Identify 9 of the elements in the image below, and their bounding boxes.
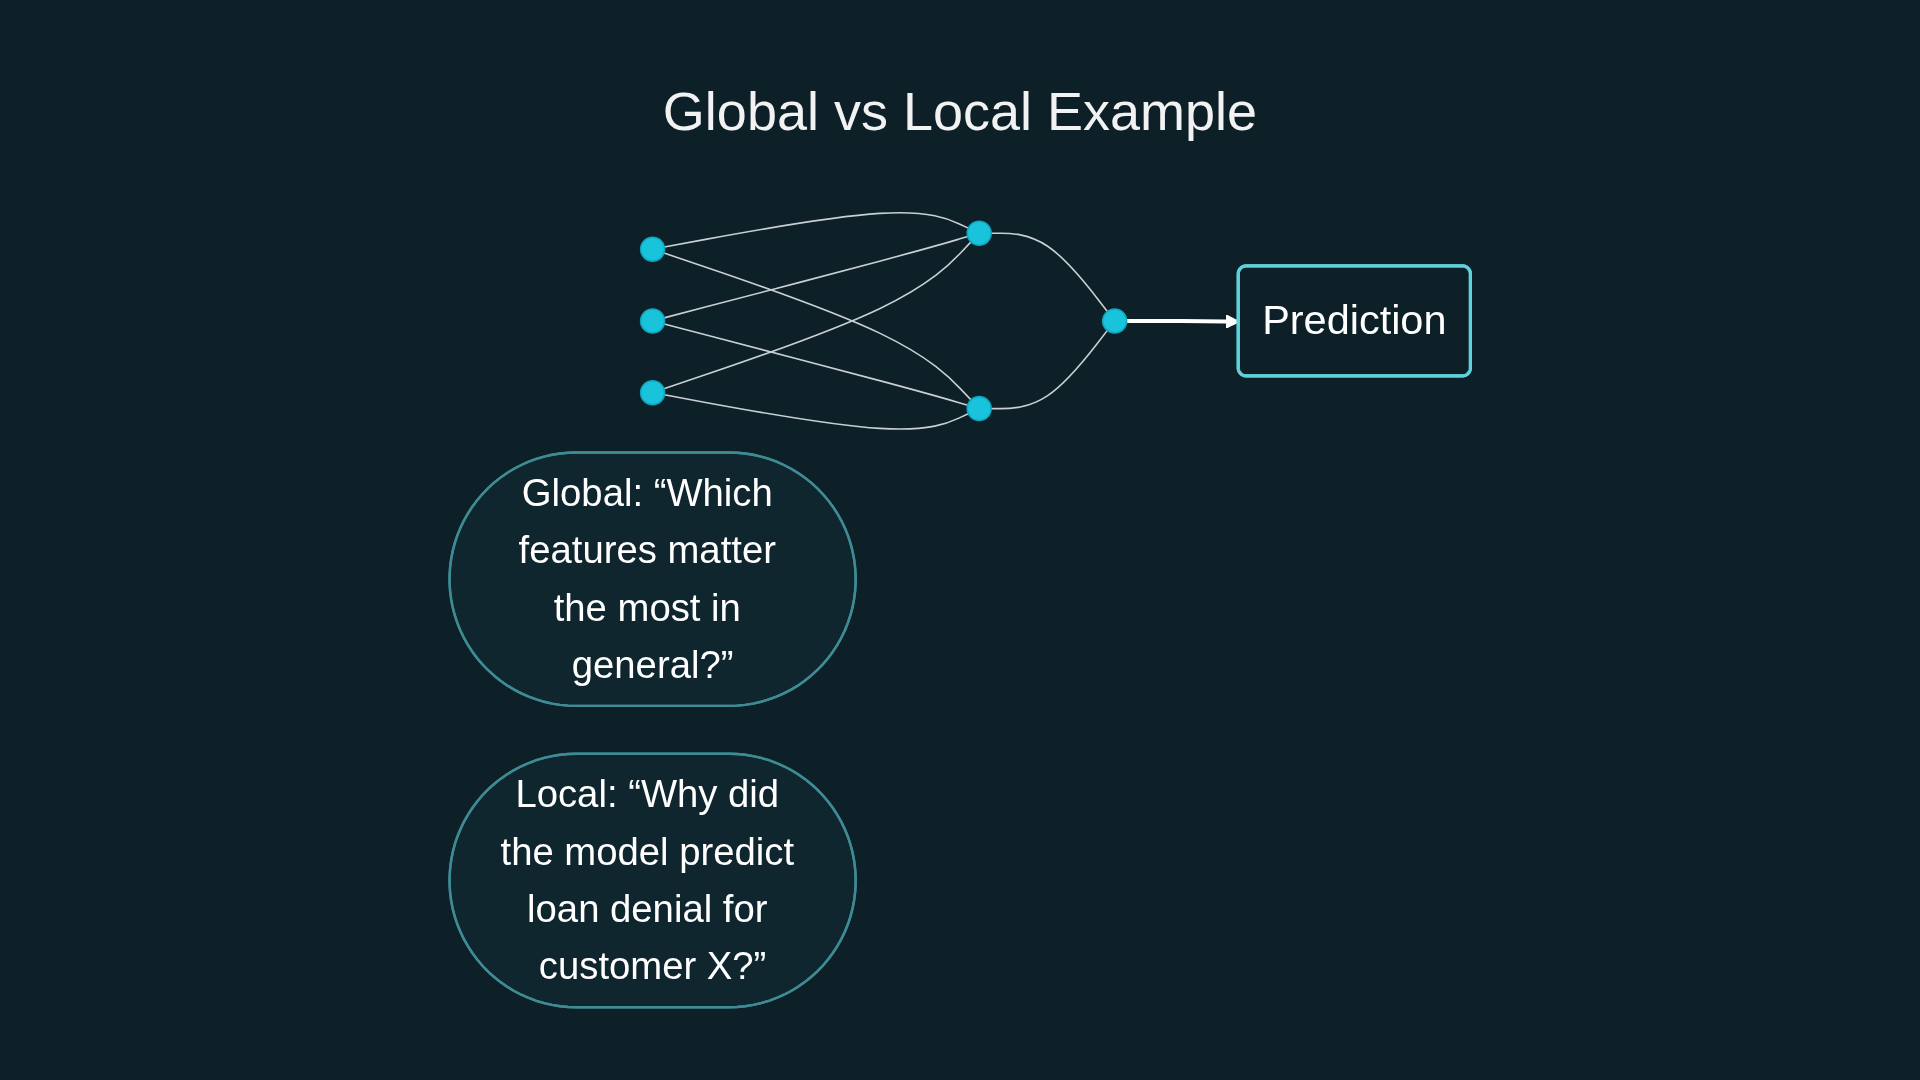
slide-title: Global vs Local Example bbox=[661, 80, 1259, 142]
node-circle bbox=[1101, 308, 1128, 334]
connector bbox=[663, 235, 969, 319]
connector bbox=[663, 323, 969, 406]
node-circle bbox=[639, 308, 666, 334]
node-circle bbox=[966, 220, 992, 246]
node-circle bbox=[966, 395, 992, 422]
node-circle bbox=[639, 236, 666, 262]
node-circle bbox=[639, 379, 666, 406]
